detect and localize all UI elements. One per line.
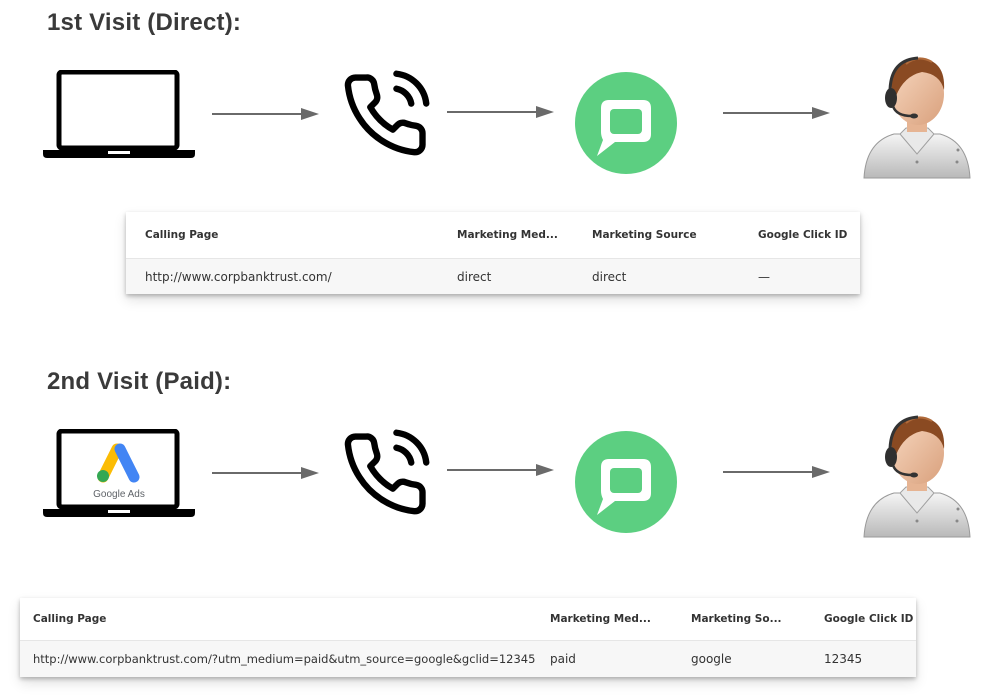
arrow-icon bbox=[447, 464, 554, 476]
arrow-icon bbox=[723, 107, 830, 119]
column-header-marketing-medium[interactable]: Marketing Med... bbox=[550, 613, 651, 625]
arrow-icon bbox=[723, 466, 830, 478]
visit1-table: Calling Page Marketing Med... Marketing … bbox=[126, 212, 860, 294]
cell-google-click-id: — bbox=[758, 269, 770, 284]
cell-marketing-source: direct bbox=[592, 269, 627, 284]
laptop-icon: Google Ads bbox=[42, 429, 196, 519]
table-row: http://www.corpbanktrust.com/?utm_medium… bbox=[20, 641, 916, 677]
google-ads-label: Google Ads bbox=[93, 489, 145, 500]
chat-bubble-icon bbox=[575, 72, 677, 174]
table-row: http://www.corpbanktrust.com/ direct dir… bbox=[126, 259, 860, 294]
column-header-marketing-source[interactable]: Marketing Source bbox=[592, 229, 697, 241]
table-header-row: Calling Page Marketing Med... Marketing … bbox=[126, 212, 860, 259]
cell-calling-page: http://www.corpbanktrust.com/?utm_medium… bbox=[33, 652, 536, 666]
visit1-title: 1st Visit (Direct): bbox=[47, 9, 242, 36]
google-ads-icon bbox=[97, 443, 140, 483]
arrow-icon bbox=[212, 467, 319, 479]
phone-call-icon bbox=[344, 429, 430, 515]
chat-bubble-icon bbox=[575, 431, 677, 533]
cell-marketing-medium: direct bbox=[457, 269, 492, 284]
arrow-icon bbox=[212, 108, 319, 120]
call-agent-icon bbox=[863, 415, 971, 538]
visit2-title: 2nd Visit (Paid): bbox=[47, 368, 232, 395]
column-header-calling-page[interactable]: Calling Page bbox=[145, 229, 219, 241]
column-header-marketing-source[interactable]: Marketing So... bbox=[691, 613, 782, 625]
column-header-google-click-id[interactable]: Google Click ID bbox=[824, 613, 914, 625]
cell-google-click-id: 12345 bbox=[824, 652, 863, 666]
arrow-icon bbox=[447, 106, 554, 118]
phone-call-icon bbox=[344, 70, 430, 156]
visit2-table: Calling Page Marketing Med... Marketing … bbox=[20, 598, 916, 677]
call-agent-icon bbox=[863, 56, 971, 179]
column-header-marketing-medium[interactable]: Marketing Med... bbox=[457, 229, 558, 241]
cell-marketing-medium: paid bbox=[550, 652, 576, 666]
cell-calling-page: http://www.corpbanktrust.com/ bbox=[145, 269, 332, 284]
laptop-icon bbox=[43, 70, 195, 158]
column-header-calling-page[interactable]: Calling Page bbox=[33, 613, 107, 625]
cell-marketing-source: google bbox=[691, 652, 732, 666]
table-header-row: Calling Page Marketing Med... Marketing … bbox=[20, 598, 916, 641]
column-header-google-click-id[interactable]: Google Click ID bbox=[758, 229, 848, 241]
